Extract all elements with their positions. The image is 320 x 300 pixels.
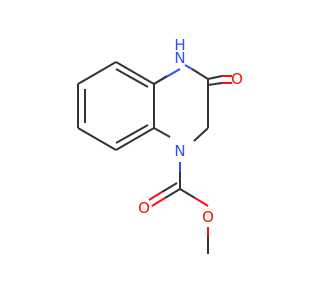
double-bond-inner [115,124,149,144]
bond [153,75,168,85]
bond [161,182,178,193]
bond [184,64,193,70]
bond [164,188,181,199]
bond [77,127,117,151]
atom-nh-nitrogen: N [174,49,185,67]
piperazinone-ring [153,64,232,142]
atom-keto-oxygen: O [231,70,243,88]
benzene-ring [77,61,155,151]
bond [207,82,223,86]
bond [115,127,155,151]
bond [207,75,223,80]
bond [77,61,117,85]
atom-nh-hydrogen: H [174,36,185,54]
bond [151,197,166,207]
bond [148,191,163,201]
atom-nitrogen: N [174,142,185,160]
bond [153,127,171,138]
molecule-structure: H N N O O O [77,36,243,254]
atom-carbonyl-oxygen: O [138,199,150,217]
double-bond-inner [115,68,149,88]
bond [179,188,196,199]
bond [194,197,209,207]
carbamate-group [148,162,209,254]
atom-labels: H N N O O O [138,36,243,226]
atom-ether-oxygen: O [202,208,214,226]
bond [191,68,209,80]
bond [115,61,155,85]
bond [193,127,209,142]
